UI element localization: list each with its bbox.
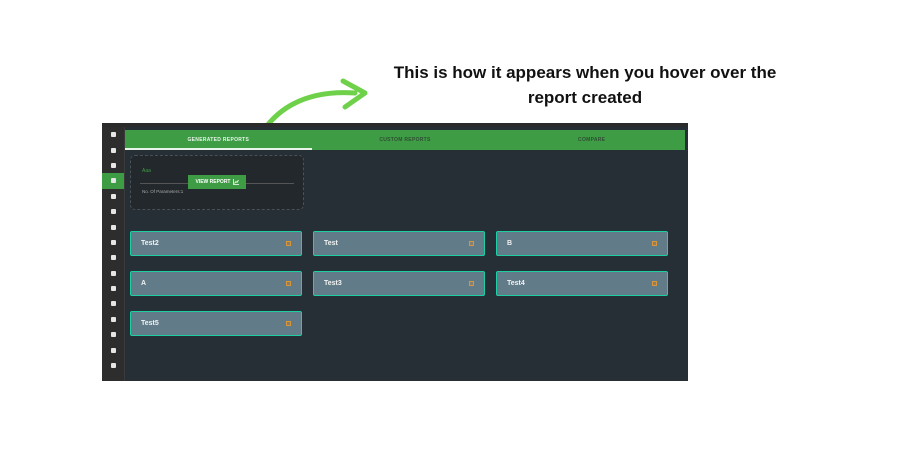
layout-icon	[110, 239, 116, 245]
report-icon[interactable]	[652, 241, 657, 246]
sidebar-item-logout[interactable]	[102, 358, 124, 373]
view-report-button[interactable]: VIEW REPORT	[188, 175, 246, 189]
sidebar-item-help[interactable]	[102, 342, 124, 357]
calendar-icon	[110, 316, 116, 322]
annotation-text: This is how it appears when you hover ov…	[350, 60, 820, 110]
report-name: Test2	[141, 240, 159, 247]
report-card-hovered[interactable]: Aaa No. Of Parameters:1 VIEW REPORT	[130, 155, 304, 210]
sidebar-item-dashboard[interactable]	[102, 127, 124, 142]
report-card[interactable]: B	[496, 231, 668, 256]
view-report-label: VIEW REPORT	[195, 179, 231, 185]
app-window: GENERATED REPORTS CUSTOM REPORTS COMPARE…	[102, 123, 688, 381]
wrench-icon	[110, 301, 116, 307]
report-card[interactable]: Test4	[496, 271, 668, 296]
database-icon	[110, 147, 116, 153]
sidebar-item-database[interactable]	[102, 142, 124, 157]
report-name: Test	[324, 240, 338, 247]
tab-bar: GENERATED REPORTS CUSTOM REPORTS COMPARE	[125, 130, 685, 150]
report-name: B	[507, 240, 513, 247]
annotation-line-2: report created	[527, 88, 643, 107]
sidebar-item-calendar[interactable]	[102, 312, 124, 327]
sidebar-item-layout[interactable]	[102, 235, 124, 250]
report-card[interactable]: A	[130, 271, 302, 296]
sidebar-item-plus[interactable]	[102, 219, 124, 234]
report-icon[interactable]	[286, 241, 291, 246]
sidebar-item-copy[interactable]	[102, 189, 124, 204]
user-icon	[110, 286, 116, 292]
report-card[interactable]: Test5	[130, 311, 302, 336]
sidebar-item-network[interactable]	[102, 204, 124, 219]
plus-icon	[110, 224, 116, 230]
report-icon[interactable]	[469, 281, 474, 286]
share-icon	[110, 255, 116, 261]
report-name: A	[141, 280, 147, 287]
report-icon[interactable]	[286, 281, 291, 286]
sidebar	[102, 127, 125, 381]
report-name: Test3	[324, 280, 342, 287]
dashboard-icon	[110, 132, 116, 138]
report-title: Aaa	[142, 168, 151, 174]
bug-icon	[110, 270, 116, 276]
tab-custom-reports[interactable]: CUSTOM REPORTS	[379, 137, 431, 143]
sidebar-item-chart[interactable]	[102, 173, 124, 189]
sidebar-item-bug[interactable]	[102, 266, 124, 281]
network-icon	[110, 209, 116, 215]
sidebar-item-wrench[interactable]	[102, 296, 124, 311]
crop-icon	[110, 162, 116, 168]
report-name: Test4	[507, 280, 525, 287]
gear-icon	[110, 332, 116, 338]
tab-generated-reports[interactable]: GENERATED REPORTS	[125, 130, 312, 150]
annotation-line-1: This is how it appears when you hover ov…	[393, 63, 777, 82]
sidebar-item-share[interactable]	[102, 250, 124, 265]
report-name: Test5	[141, 320, 159, 327]
report-icon[interactable]	[652, 281, 657, 286]
report-card[interactable]: Test3	[313, 271, 485, 296]
tab-compare[interactable]: COMPARE	[578, 137, 606, 143]
sidebar-item-crop[interactable]	[102, 158, 124, 173]
parameter-count: No. Of Parameters:1	[142, 189, 184, 194]
report-icon[interactable]	[469, 241, 474, 246]
logout-icon	[110, 363, 116, 369]
chart-icon	[110, 178, 116, 184]
sidebar-item-user[interactable]	[102, 281, 124, 296]
chart-line-icon	[232, 179, 239, 185]
report-icon[interactable]	[286, 321, 291, 326]
report-card[interactable]: Test	[313, 231, 485, 256]
help-icon	[110, 347, 116, 353]
sidebar-item-gear[interactable]	[102, 327, 124, 342]
copy-icon	[110, 193, 116, 199]
report-card[interactable]: Test2	[130, 231, 302, 256]
